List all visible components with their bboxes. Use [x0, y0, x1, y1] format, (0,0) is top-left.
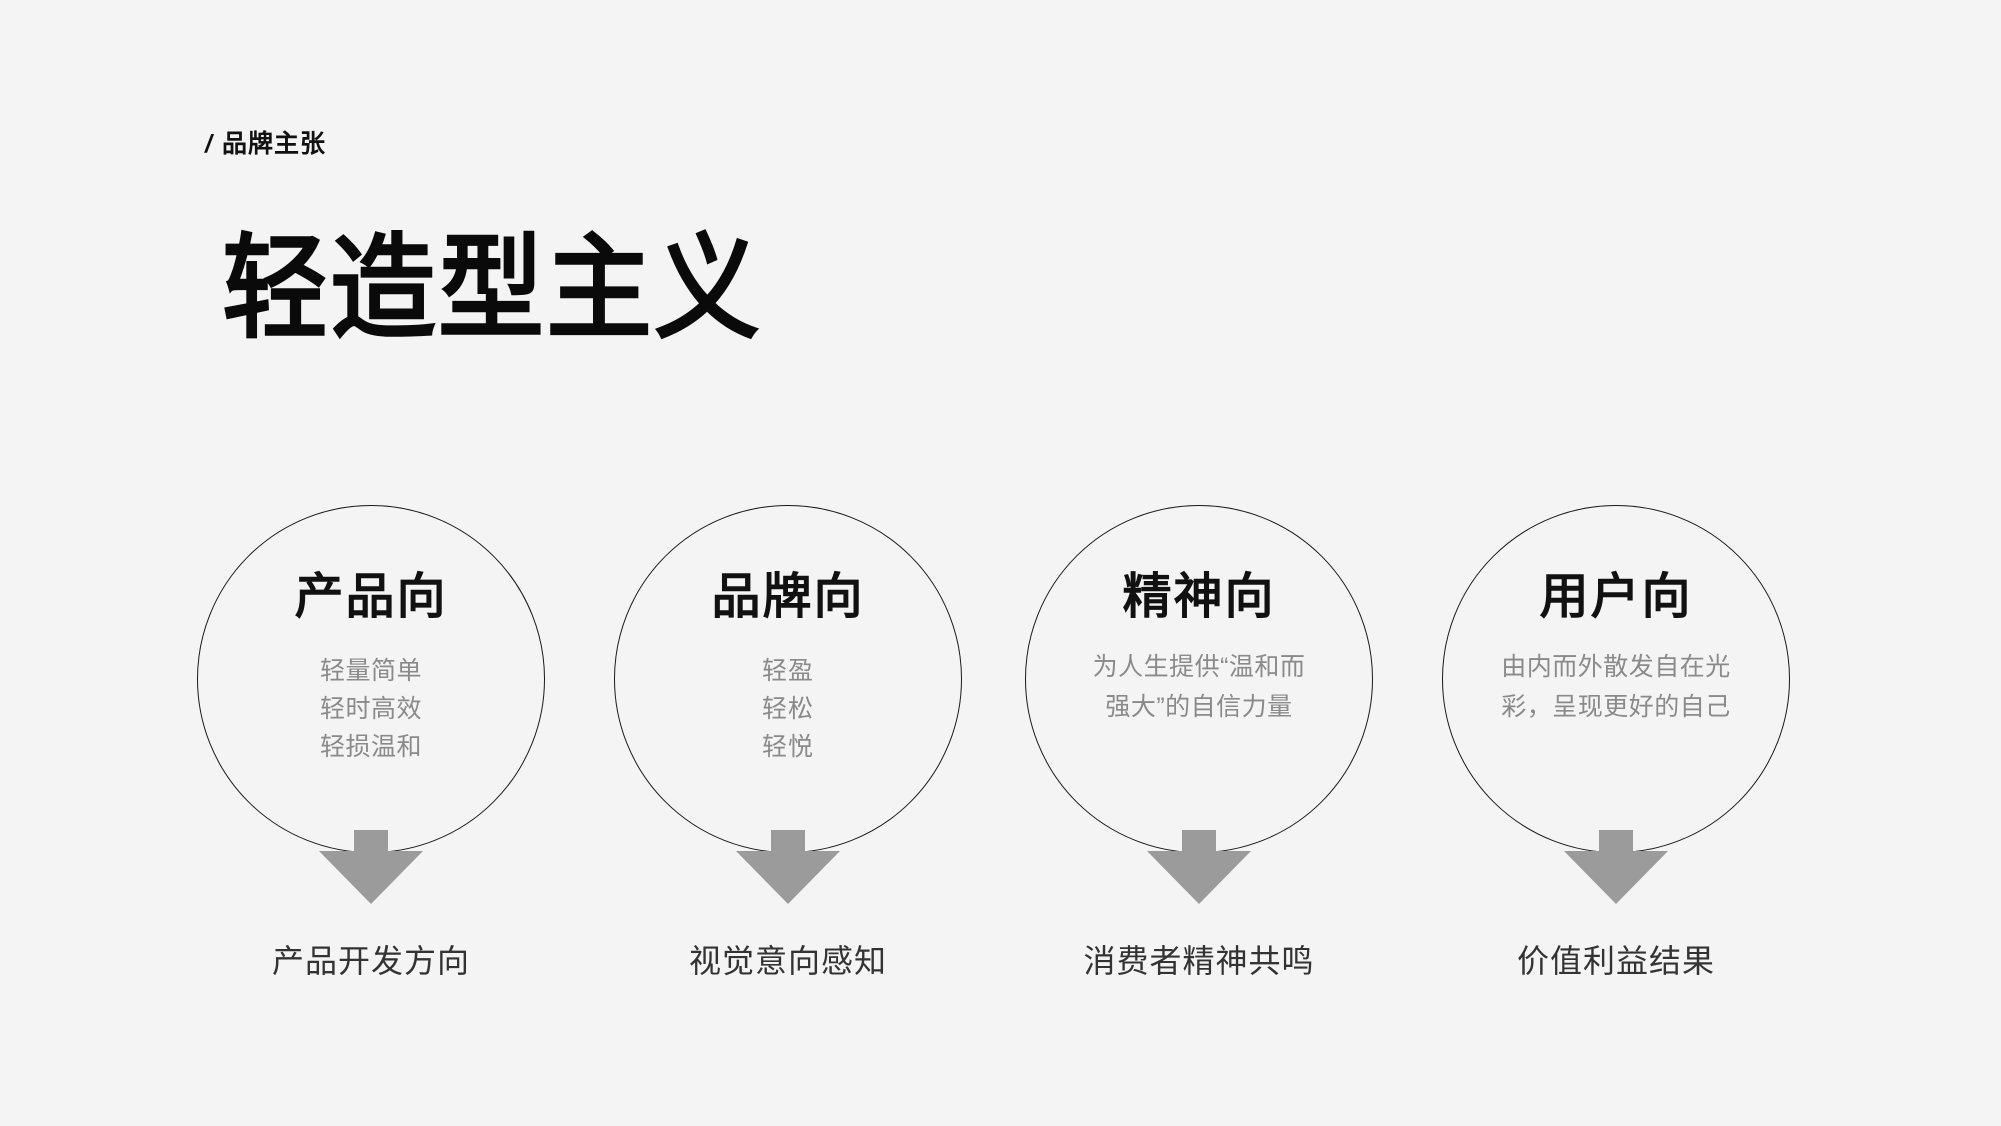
arrow-down-icon [1564, 830, 1668, 904]
circle-body-line: 轻时高效 [319, 695, 422, 723]
circle-body-line: 轻损温和 [319, 733, 422, 761]
circle-content: 精神向 为人生提供“温和而 强大”的自信力量 [1025, 505, 1373, 853]
arrow-down-icon [1147, 830, 1251, 904]
arrow-stem [354, 830, 388, 852]
circle-body-line: 由内而外散发自在光 [1501, 653, 1731, 681]
arrow-head [1564, 851, 1668, 904]
circle-body-line: 为人生提供“温和而 [1092, 653, 1306, 681]
caption-brand: 视觉意向感知 [688, 943, 887, 979]
circle-body: 轻量简单 轻时高效 轻损温和 [320, 652, 422, 766]
circle-content: 品牌向 轻盈 轻松 轻悦 [614, 505, 962, 853]
circle-body-line: 轻松 [761, 695, 814, 723]
circle-body-line: 轻量简单 [319, 657, 422, 685]
arrow-down-icon [736, 830, 840, 904]
circle-heading: 精神向 [1122, 570, 1276, 624]
circle-heading: 品牌向 [711, 570, 865, 624]
section-eyebrow-label: 品牌主张 [221, 130, 326, 158]
arrow-head [1147, 851, 1251, 904]
concept-node-spirit: 精神向 为人生提供“温和而 强大”的自信力量 [1025, 505, 1373, 904]
circle-content: 产品向 轻量简单 轻时高效 轻损温和 [197, 505, 545, 853]
caption-spirit: 消费者精神共鸣 [1083, 943, 1315, 979]
arrow-stem [1599, 830, 1633, 852]
circle-heading: 用户向 [1539, 570, 1693, 624]
concept-node-user: 用户向 由内而外散发自在光 彩，呈现更好的自己 [1442, 505, 1790, 904]
arrow-head [319, 851, 423, 904]
arrow-stem [1182, 830, 1216, 852]
circle-body-line: 彩，呈现更好的自己 [1501, 692, 1731, 721]
circle-body: 为人生提供“温和而 强大”的自信力量 [1093, 648, 1306, 727]
arrow-head [736, 851, 840, 904]
captions-row: 产品开发方向 视觉意向感知 消费者精神共鸣 价值利益结果 [0, 945, 2001, 1005]
arrow-stem [771, 830, 805, 852]
circle-content: 用户向 由内而外散发自在光 彩，呈现更好的自己 [1442, 505, 1790, 853]
arrow-down-icon [319, 830, 423, 904]
circle-heading: 产品向 [294, 570, 448, 624]
slash-icon: / [205, 130, 212, 158]
caption-user: 价值利益结果 [1516, 943, 1715, 979]
concept-node-brand: 品牌向 轻盈 轻松 轻悦 [614, 505, 962, 904]
section-eyebrow: / 品牌主张 [205, 132, 326, 157]
circle-body: 由内而外散发自在光 彩，呈现更好的自己 [1501, 648, 1731, 727]
circle-body-line: 轻悦 [761, 733, 814, 761]
caption-product: 产品开发方向 [271, 943, 470, 979]
circle-body-line: 强大”的自信力量 [1105, 692, 1293, 721]
circle-body-line: 轻盈 [761, 657, 814, 685]
circle-body: 轻盈 轻松 轻悦 [762, 652, 814, 766]
page-title: 轻造型主义 [222, 225, 762, 353]
concept-node-product: 产品向 轻量简单 轻时高效 轻损温和 [197, 505, 545, 904]
concept-circles-row: 产品向 轻量简单 轻时高效 轻损温和 品牌向 轻盈 轻松 轻悦 [0, 505, 2001, 904]
